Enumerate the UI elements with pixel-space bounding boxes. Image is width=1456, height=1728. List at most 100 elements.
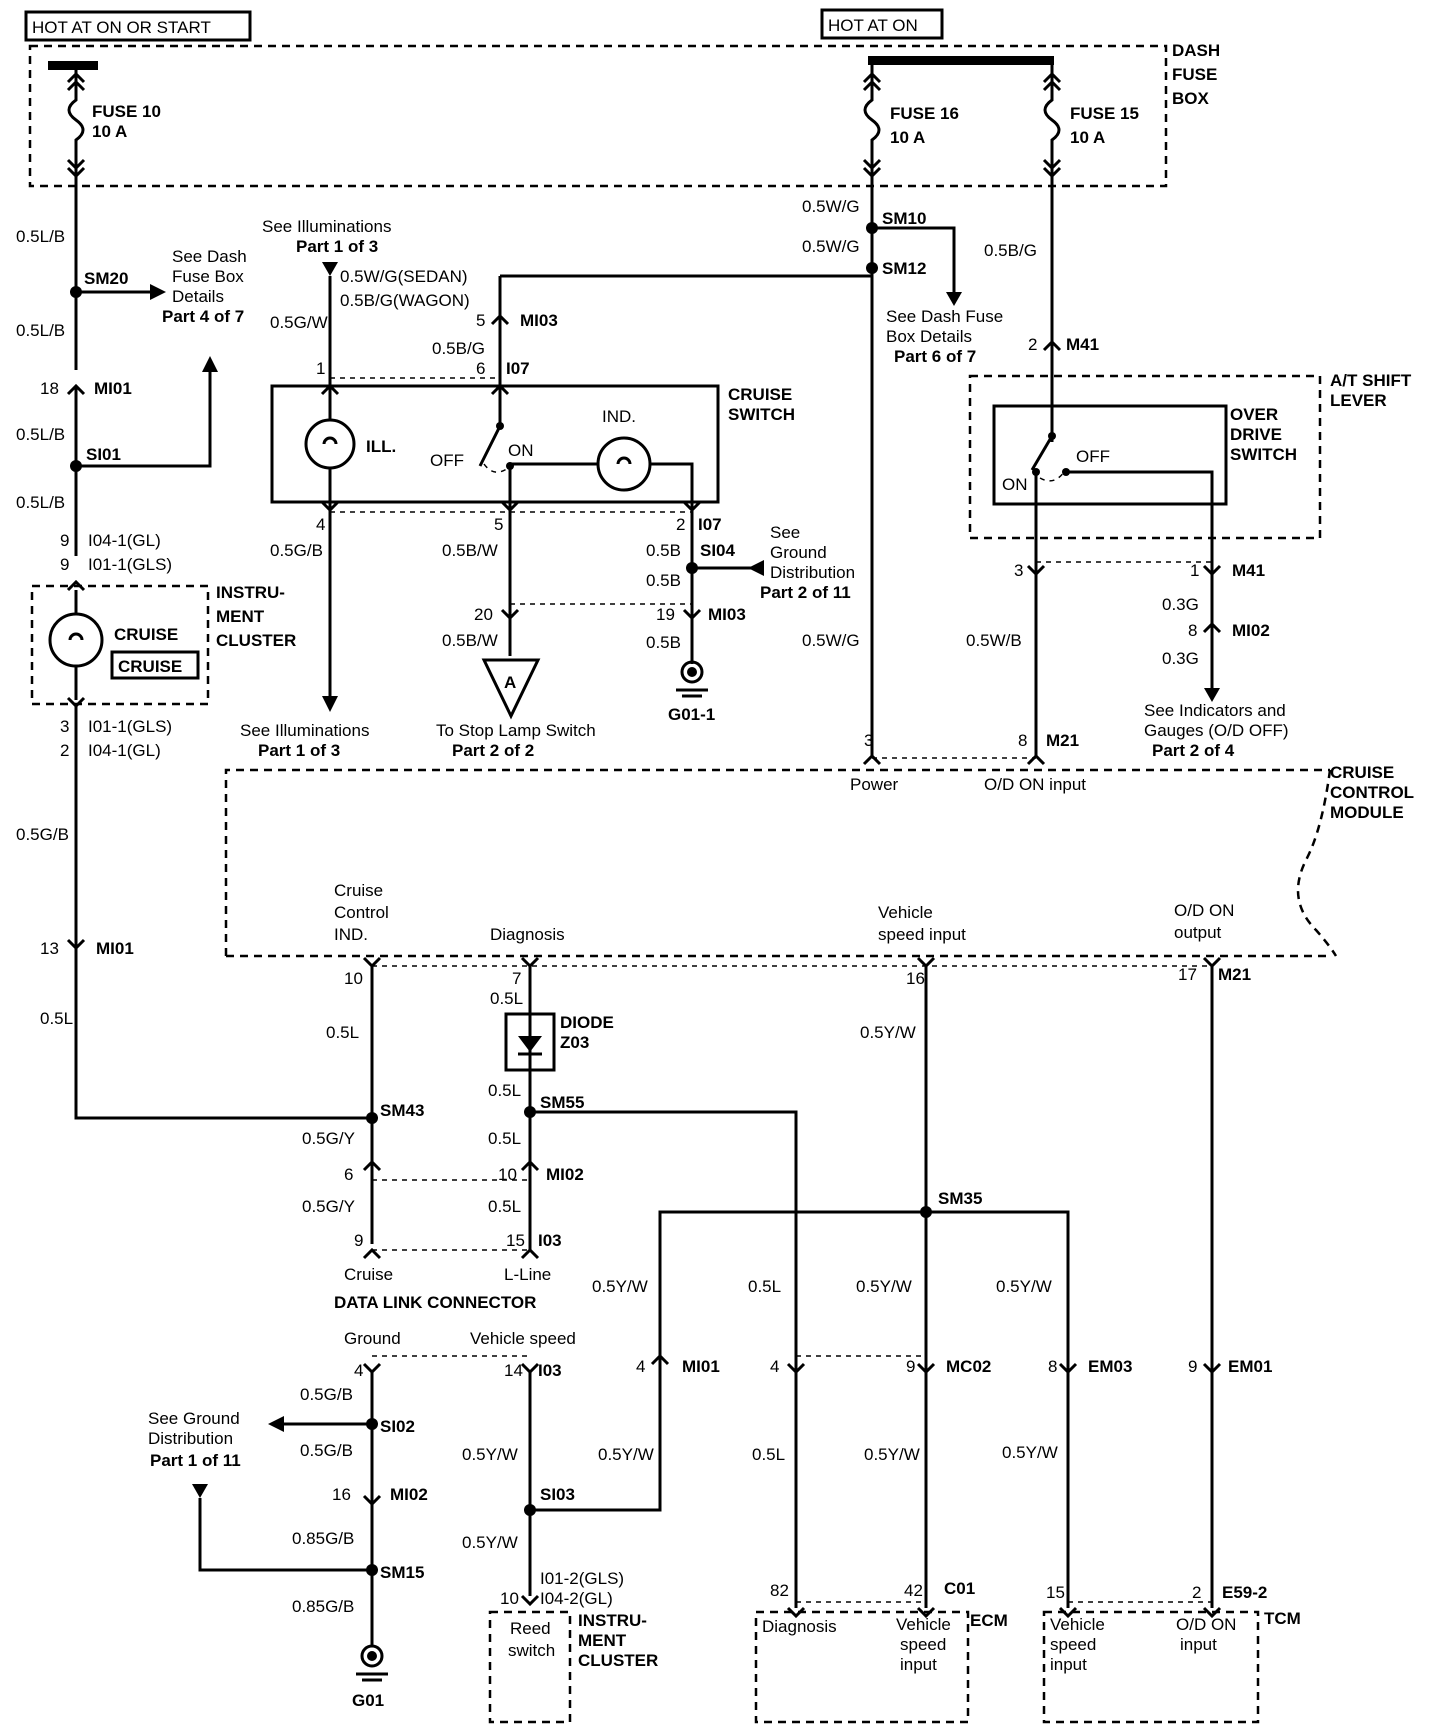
wire-label-05lb-4: 0.5L/B <box>16 493 65 512</box>
cruise-lamp-label: CRUISE <box>114 625 178 644</box>
wire-label-05lb-2: 0.5L/B <box>16 321 65 340</box>
i07-label-bottom: I07 <box>698 515 722 534</box>
wire-label-05yw-g: 0.5Y/W <box>462 1445 518 1464</box>
pin-9a: 9 <box>60 531 69 550</box>
pin-16b: 16 <box>332 1485 351 1504</box>
pin-10c: 10 <box>500 1589 519 1608</box>
wire-label-05wg-sedan: 0.5W/G(SEDAN) <box>340 267 468 286</box>
connector-e59-2 <box>1058 1606 1222 1619</box>
switch-arm <box>478 394 502 467</box>
em01-label: EM01 <box>1228 1357 1272 1376</box>
ecm-label: ECM <box>970 1611 1008 1630</box>
wire-label-05gb-left: 0.5G/B <box>16 825 69 844</box>
wire-label-05yw-d: 0.5Y/W <box>598 1445 654 1464</box>
ref-ground-p1-2: Distribution <box>148 1429 233 1448</box>
od-switch-arm <box>1030 435 1054 471</box>
pin-17: 17 <box>1178 965 1197 984</box>
ref-dash-fuse-p4-1: See Dash <box>172 247 247 266</box>
bus-bar-on <box>868 56 1054 65</box>
ground-g01-1-lines <box>676 688 708 698</box>
ecm-vss-2: speed <box>900 1635 946 1654</box>
sm10-label: SM10 <box>882 209 926 228</box>
fuse-15-label: FUSE 15 <box>1070 104 1139 123</box>
dash-fuse-box-label-3: BOX <box>1172 89 1210 108</box>
m41-label-top: M41 <box>1066 335 1099 354</box>
mi01-label-bottom: MI01 <box>96 939 134 958</box>
wire-label-05b-3: 0.5B <box>646 633 681 652</box>
fuse-10 <box>66 66 86 179</box>
arrow-illum-bottom <box>322 696 338 712</box>
cruise-indicator-box <box>110 650 200 680</box>
ccm-vss-2: speed input <box>878 925 966 944</box>
pin-9e: 9 <box>1188 1357 1197 1376</box>
ref-stop-lamp-1: To Stop Lamp Switch <box>436 721 596 740</box>
pin-4c: 4 <box>770 1357 779 1376</box>
connector-i01-top <box>66 579 86 592</box>
pin-9c: 9 <box>354 1231 363 1250</box>
wire-label-085gb-2: 0.85G/B <box>292 1597 354 1616</box>
diode-bar <box>518 1014 542 1070</box>
at-shift-label-2: LEVER <box>1330 391 1387 410</box>
instrument-cluster2-label-3: CLUSTER <box>578 1651 658 1670</box>
ref-illum-top-1: See Illuminations <box>262 217 391 236</box>
wire-label-05gb-g2: 0.5G/B <box>300 1441 353 1460</box>
tcm-vss-3: input <box>1050 1655 1087 1674</box>
splice-sm12 <box>866 262 878 274</box>
wire-label-05yw-e: 0.5Y/W <box>864 1445 920 1464</box>
ref-ground-p2-1: See <box>770 523 800 542</box>
ref-illum-top-2: Part 1 of 3 <box>296 237 378 256</box>
wire-od-off <box>1066 470 1214 688</box>
ccm-cc-ind-1: Cruise <box>334 881 383 900</box>
pin-5b: 5 <box>494 515 503 534</box>
wire-label-05gy-1: 0.5G/Y <box>302 1129 355 1148</box>
pin-9b: 9 <box>60 555 69 574</box>
ref-dash-fuse-p6-3: Part 6 of 7 <box>894 347 976 366</box>
ref-dash-fuse-p4-4: Part 4 of 7 <box>162 307 244 326</box>
pin-82: 82 <box>770 1581 789 1600</box>
g01-label: G01 <box>352 1691 384 1710</box>
si03-label: SI03 <box>540 1485 575 1504</box>
fuse-15 <box>1042 62 1062 179</box>
cruise-switch-label-1: CRUISE <box>728 385 792 404</box>
pin-3b: 3 <box>864 731 873 750</box>
mi01-label-low: MI01 <box>682 1357 720 1376</box>
splice-sm43 <box>366 1112 378 1124</box>
instrument-cluster2-label-2: MENT <box>578 1631 627 1650</box>
ref-indicators-3: Part 2 of 4 <box>1152 741 1235 760</box>
wire-label-05bg-wagon: 0.5B/G(WAGON) <box>340 291 470 310</box>
overdrive-label-2: DRIVE <box>1230 425 1282 444</box>
ccm-top-connectors <box>862 753 1046 766</box>
pin-14: 14 <box>504 1361 523 1380</box>
i04-1-gl-label: I04-1(GL) <box>88 531 161 550</box>
ref-stop-lamp-2: Part 2 of 2 <box>452 741 534 760</box>
pin-42: 42 <box>904 1581 923 1600</box>
ccm-bottom-connectors <box>362 956 1222 969</box>
ref-dash-fuse-p6-1: See Dash Fuse <box>886 307 1003 326</box>
connector-mi02-low <box>362 1494 382 1507</box>
tcm-vss-1: Vehicle <box>1050 1615 1105 1634</box>
at-shift-label-1: A/T SHIFT <box>1330 371 1412 390</box>
pin-19: 19 <box>656 605 675 624</box>
pin-4d: 4 <box>354 1361 363 1380</box>
hot-at-on-or-start-box <box>24 10 252 42</box>
si02-label: SI02 <box>380 1417 415 1436</box>
i03-label-bottom: I03 <box>538 1361 562 1380</box>
reed-switch-label-1: Reed <box>510 1619 551 1638</box>
i01-1-gls-label: I01-1(GLS) <box>88 555 172 574</box>
wire-label-05bw-1: 0.5B/W <box>442 541 498 560</box>
cruise-lamp <box>48 612 104 668</box>
ccm-power-label: Power <box>850 775 899 794</box>
pin-7: 7 <box>512 969 521 988</box>
tcm-label: TCM <box>1264 1609 1301 1628</box>
wire-label-03g-1: 0.3G <box>1162 595 1199 614</box>
wire-label-05l-ecm-1: 0.5L <box>748 1277 781 1296</box>
ccm-outline <box>224 768 1330 958</box>
wire-label-05gb-pin4: 0.5G/B <box>270 541 323 560</box>
wire-si01-branch <box>76 372 212 468</box>
ground-g01-symbol <box>360 1644 384 1668</box>
arrow-si01 <box>202 356 218 372</box>
fuse-16 <box>862 62 882 179</box>
mi03-label: MI03 <box>520 311 558 330</box>
si01-label: SI01 <box>86 445 121 464</box>
